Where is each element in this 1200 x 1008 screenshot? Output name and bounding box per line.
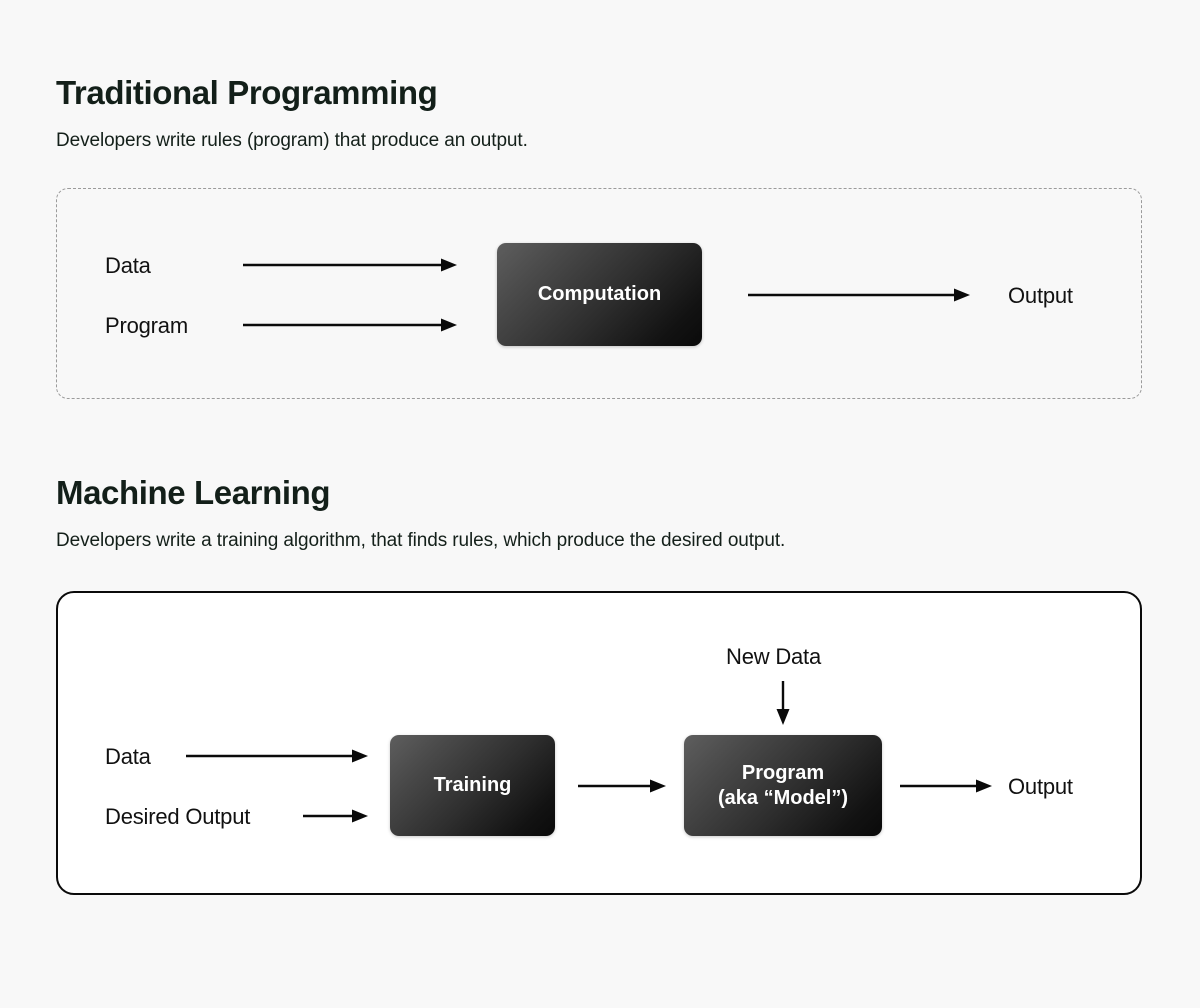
label-input-desired-output-ml: Desired Output (105, 804, 251, 829)
label-input-data-ml: Data (105, 744, 151, 769)
node-program-model-label-line2: (aka “Model”) (717, 786, 849, 809)
node-training: Training (390, 735, 555, 836)
node-program-model: Program (aka “Model”) (684, 735, 882, 836)
arrow-data-to-training (186, 749, 368, 763)
arrow-program-to-output (900, 779, 992, 793)
node-computation-label: Computation (537, 283, 662, 306)
node-program-model-label-line1: Program (741, 762, 825, 785)
arrow-training-to-program (578, 779, 666, 793)
arrow-desired-output-to-training (303, 809, 368, 823)
arrow-data-to-computation (243, 258, 457, 272)
node-computation: Computation (497, 243, 702, 346)
label-input-new-data: New Data (726, 644, 821, 669)
traditional-diagram-container (56, 188, 1142, 399)
page-title-traditional: Traditional Programming (56, 74, 438, 111)
subtitle-machine-learning: Developers write a training algorithm, t… (56, 530, 786, 551)
arrow-computation-to-output (748, 288, 970, 302)
label-output-ml: Output (1008, 774, 1073, 799)
node-training-label: Training (433, 774, 512, 797)
page-title-machine-learning: Machine Learning (56, 474, 331, 511)
subtitle-traditional: Developers write rules (program) that pr… (56, 130, 528, 151)
label-input-program-traditional: Program (105, 313, 188, 338)
label-output-traditional: Output (1008, 283, 1073, 308)
arrow-program-to-computation (243, 318, 457, 332)
label-input-data-traditional: Data (105, 253, 151, 278)
arrow-new-data-to-program (776, 681, 790, 725)
machine-learning-diagram-container (56, 591, 1142, 895)
